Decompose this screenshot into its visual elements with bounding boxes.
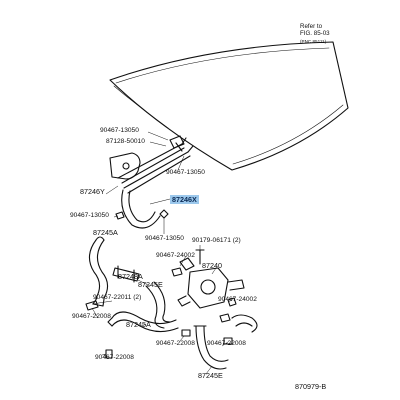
callout-90467-13050-c: 90467-13050 — [70, 212, 109, 219]
callout-90467-22008-a: 90467-22008 — [72, 313, 111, 320]
twin-hose-upper — [117, 137, 194, 194]
hose-87245e-lower — [193, 325, 229, 370]
joint-87248a — [112, 265, 140, 283]
callout-87245a-top: 87245A — [93, 228, 118, 237]
callout-90467-22011: 90467-22011 (2) — [93, 294, 142, 301]
clamp-lower-left — [85, 300, 113, 359]
windshield-glass — [109, 41, 349, 171]
clamp-lower-mid — [181, 329, 233, 345]
callout-90467-22008-b: 90467-22008 — [95, 354, 134, 361]
callout-87248a: 87248A — [118, 272, 143, 281]
hose-right — [219, 313, 258, 333]
callout-87246x[interactable]: 87246X — [170, 195, 199, 205]
callout-90467-13050-d: 90467-13050 — [145, 235, 184, 242]
callout-87240: 87240 — [202, 261, 222, 270]
callout-90467-24002-a: 90467-24002 — [156, 252, 195, 259]
reference-note-line2: FIG. 85-03 — [300, 30, 330, 38]
clip-left — [115, 211, 125, 220]
callout-87245e-a: 87245E — [138, 280, 163, 289]
callout-87245a-mid: 87245A — [126, 320, 151, 329]
callout-90467-24002-b: 90467-24002 — [218, 296, 257, 303]
hose-87246x — [121, 189, 169, 229]
callout-90467-22008-d: 90467-22008 — [207, 340, 246, 347]
water-valve — [177, 257, 245, 309]
reference-note-line3: (PNC 85111) — [300, 38, 327, 44]
callout-87128-50010: 87128-50010 — [106, 138, 145, 145]
callout-90467-22008-c: 90467-22008 — [156, 340, 195, 347]
hose-87245e-upper — [145, 281, 171, 329]
reference-note: Refer to FIG. 85-03 (PNC 85111) — [300, 23, 330, 45]
hose-87245a-mid — [107, 311, 179, 333]
leader-lines — [91, 131, 233, 375]
hose-bracket — [109, 152, 141, 180]
callout-90179-06171: 90179-06171 (2) — [192, 237, 241, 244]
callout-87245e-b: 87245E — [198, 371, 223, 380]
reference-note-line1: Refer to — [300, 23, 323, 30]
drawing-number: 870979-B — [295, 382, 327, 391]
callout-87246y: 87246Y — [80, 187, 105, 196]
callout-90467-13050-a: 90467-13050 — [100, 127, 139, 134]
clamp-valve — [171, 267, 237, 307]
callout-90467-13050-b: 90467-13050 — [166, 169, 205, 176]
